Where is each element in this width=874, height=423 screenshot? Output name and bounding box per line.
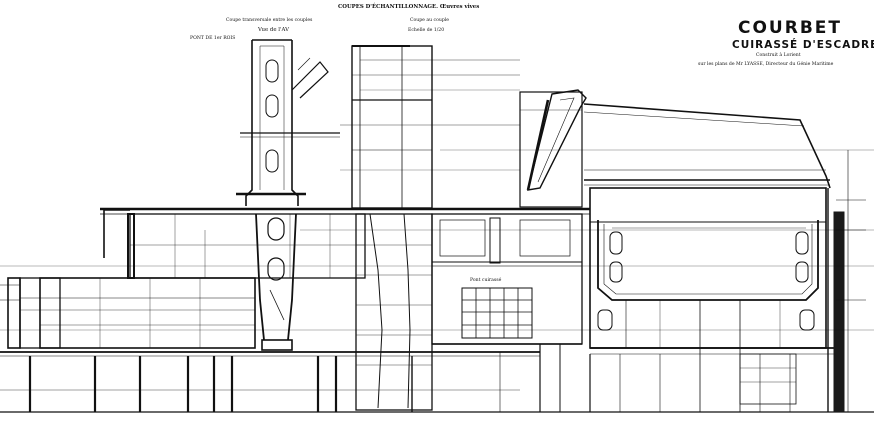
designer-note: sur les plans de Mr LYASSE, Directeur du… — [698, 62, 834, 67]
ship-type: CUIRASSÉ D'ESCADRE — [732, 39, 874, 51]
armour-belt — [827, 150, 866, 413]
section-mid-scale: Echelle de 1/20 — [408, 28, 445, 33]
turret-barbette — [589, 187, 838, 412]
lower-deck-pillars — [0, 351, 540, 412]
section-left-view: Vue de l'AV — [258, 27, 290, 33]
sloped-armour-plate — [526, 89, 587, 191]
section-mid-caption: Coupe au couple — [410, 18, 449, 23]
upper-left-compartment — [103, 209, 366, 279]
lower-trunk — [255, 213, 297, 351]
left-hull-block — [0, 277, 256, 349]
header-caption: COUPES D'ÉCHANTILLONNAGE. Œuvres vives — [338, 4, 480, 10]
funnel-trunk — [236, 39, 340, 206]
frame-reference: PONT DE 1er ROIS — [190, 36, 236, 41]
engine-room-block — [431, 213, 583, 412]
roof-line — [583, 103, 831, 189]
inner-label: Pont cuirassé — [470, 278, 502, 283]
builder-note: Construit à Lorient — [756, 53, 801, 58]
section-left-caption: Coupe transversale entre les couples — [226, 18, 313, 23]
center-lower-compartment — [355, 213, 433, 411]
ship-name: COURBET — [738, 18, 842, 38]
lower-right-hull — [589, 353, 797, 412]
upper-hatch-rect — [519, 91, 583, 208]
title-block: COURBET CUIRASSÉ D'ESCADRE Construit à L… — [698, 18, 874, 78]
construction-lines — [0, 149, 874, 331]
center-tower — [340, 45, 520, 209]
